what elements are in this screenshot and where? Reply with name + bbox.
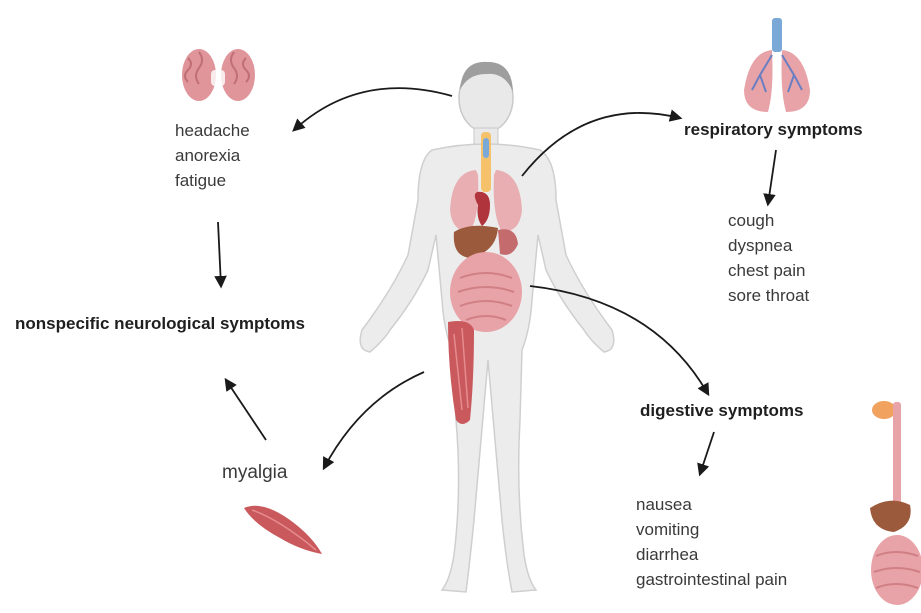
arrow-myalgia-to-neuro bbox=[226, 380, 266, 440]
symptom-sore-throat: sore throat bbox=[728, 283, 809, 308]
digestive-symptoms-list: nausea vomiting diarrhea gastrointestina… bbox=[636, 492, 787, 592]
symptom-headache: headache bbox=[175, 118, 250, 143]
muscle-icon bbox=[244, 506, 322, 554]
symptom-dyspnea: dyspnea bbox=[728, 233, 809, 258]
human-body-figure bbox=[360, 62, 614, 592]
symptom-vomiting: vomiting bbox=[636, 517, 787, 542]
arrow-body-to-digestive bbox=[530, 286, 708, 394]
arrow-general-to-neuro bbox=[218, 222, 221, 286]
symptom-anorexia: anorexia bbox=[175, 143, 250, 168]
symptom-cough: cough bbox=[728, 208, 809, 233]
arrow-body-to-general bbox=[294, 88, 452, 130]
arrow-digestive-to-list bbox=[700, 432, 714, 474]
symptom-gi-pain: gastrointestinal pain bbox=[636, 567, 787, 592]
arrow-respiratory-to-list bbox=[768, 150, 776, 204]
digestive-title: digestive symptoms bbox=[640, 401, 803, 421]
brain-icon bbox=[182, 49, 255, 101]
neuro-title: nonspecific neurological symptoms bbox=[15, 314, 305, 334]
symptom-chest-pain: chest pain bbox=[728, 258, 809, 283]
respiratory-title: respiratory symptoms bbox=[684, 120, 863, 140]
arrow-body-to-myalgia bbox=[324, 372, 424, 468]
myalgia-label: myalgia bbox=[222, 460, 287, 485]
lungs-icon bbox=[744, 18, 810, 112]
respiratory-symptoms-list: cough dyspnea chest pain sore throat bbox=[728, 208, 809, 308]
general-symptoms-list: headache anorexia fatigue bbox=[175, 118, 250, 193]
symptom-diarrhea: diarrhea bbox=[636, 542, 787, 567]
symptom-fatigue: fatigue bbox=[175, 168, 250, 193]
symptom-nausea: nausea bbox=[636, 492, 787, 517]
digestive-tract-icon bbox=[870, 401, 921, 605]
